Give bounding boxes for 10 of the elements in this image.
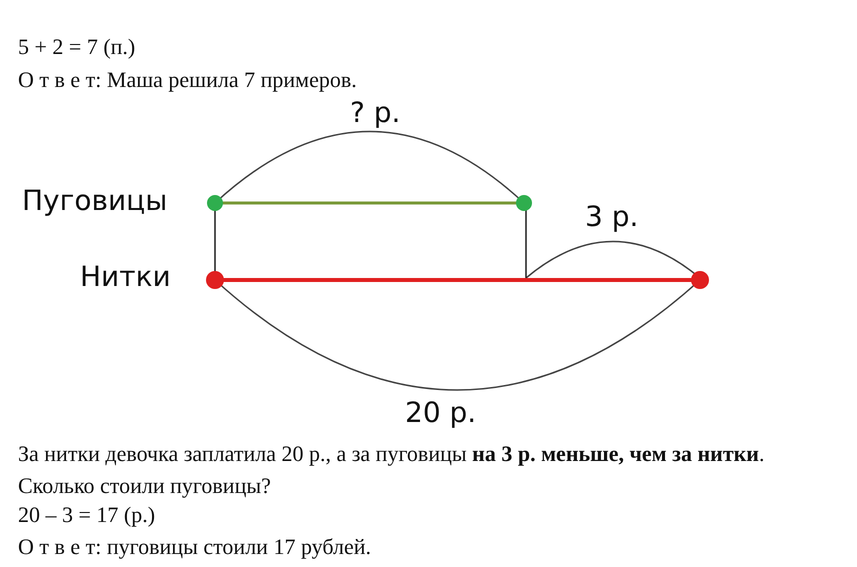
answer-text: О т в е т: пуговицы стоили 17 рублей. (18, 534, 372, 560)
segment-label: Пуговицы (22, 184, 168, 217)
answer-text: О т в е т: Маша решила 7 примеров. (18, 67, 357, 93)
equation-text: 5 + 2 = 7 (п.) (18, 34, 136, 60)
measure-label: ? р. (350, 96, 400, 129)
segment-label: Нитки (80, 260, 171, 293)
problem-text: За нитки девочка заплатила 20 р., а за пуговицы на 3 р. меньше, чем за нитки. Сколько стоили пуговицы? (18, 440, 766, 500)
measure-label: 20 р. (405, 396, 476, 429)
equation-text: 20 – 3 = 17 (р.) (18, 502, 156, 528)
measure-label: 3 р. (585, 200, 638, 233)
